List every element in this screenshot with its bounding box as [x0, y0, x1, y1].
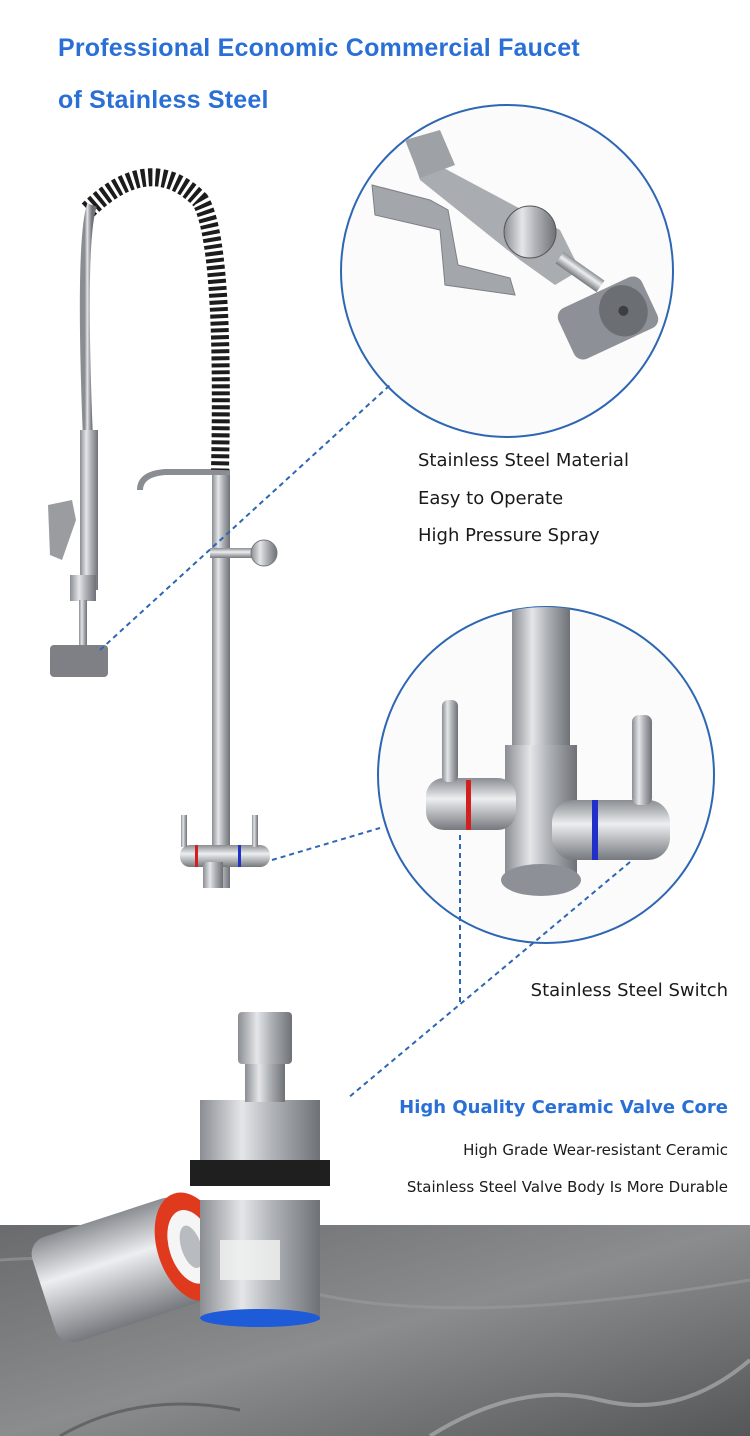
valve-core-heading: High Quality Ceramic Valve Core: [399, 1097, 728, 1118]
switch-label: Stainless Steel Switch: [530, 980, 728, 1001]
page-title-line-1: Professional Economic Commercial Faucet: [58, 34, 580, 62]
feature-material: Stainless Steel Material: [418, 450, 629, 471]
feature-operate: Easy to Operate: [418, 488, 564, 509]
valve-core-line-1: High Grade Wear-resistant Ceramic: [463, 1141, 728, 1159]
feature-spray: High Pressure Spray: [418, 525, 600, 546]
switch-detail-circle: [377, 606, 715, 944]
valve-core-line-2: Stainless Steel Valve Body Is More Durab…: [406, 1178, 728, 1196]
sprayer-detail-circle: [340, 104, 674, 438]
callout-lines: [99, 384, 631, 1099]
page-title-line-2: of Stainless Steel: [58, 86, 269, 114]
faucet-illustration: [48, 168, 278, 888]
valve-core-illustration: [31, 1012, 330, 1343]
